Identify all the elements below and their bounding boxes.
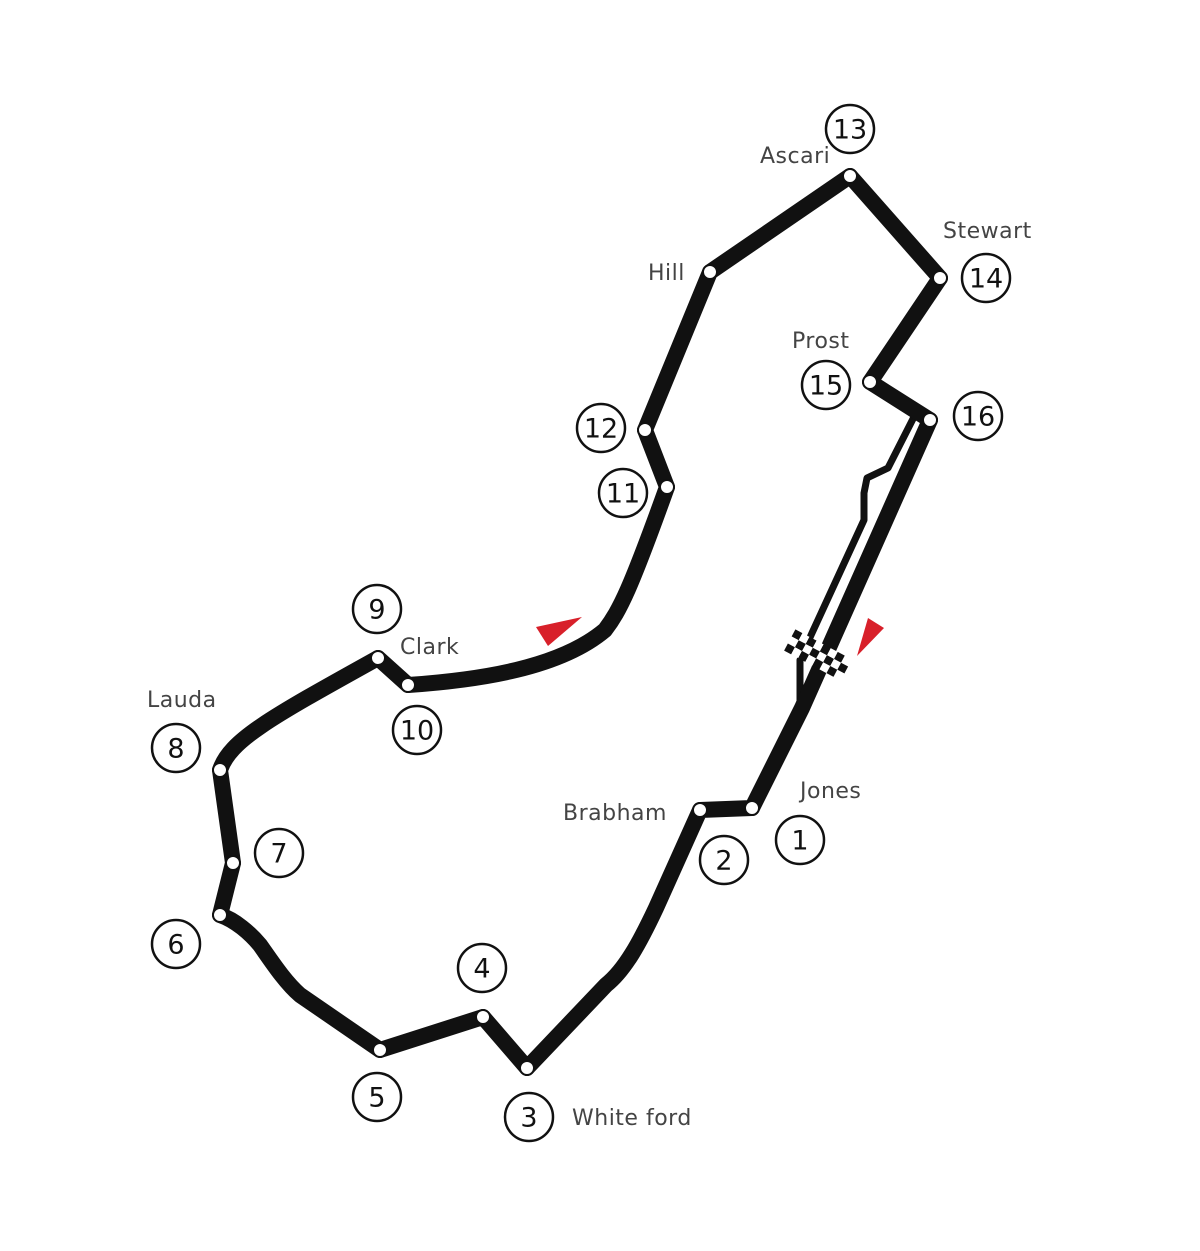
turn-badge-2: 2 xyxy=(698,834,750,886)
flag-square xyxy=(809,647,820,659)
flag-square xyxy=(826,666,838,677)
turn-badge-16: 16 xyxy=(952,390,1004,442)
turn-badge-1: 1 xyxy=(774,814,826,866)
track-layout xyxy=(212,168,948,1076)
corner-name-jones: Jones xyxy=(798,779,861,804)
corner-name-hill: Hill xyxy=(648,261,685,286)
turn-number: 7 xyxy=(270,839,287,870)
turn-badge-12: 12 xyxy=(575,402,627,454)
flag-square xyxy=(784,643,795,655)
turn-badge-5: 5 xyxy=(351,1071,403,1123)
corner-node xyxy=(692,802,708,818)
flag-square xyxy=(791,629,803,641)
flag-square xyxy=(787,636,799,648)
flag-square xyxy=(801,643,813,655)
turn-number: 14 xyxy=(969,264,1003,295)
turn-badge-3: 3 xyxy=(503,1091,555,1143)
flag-square xyxy=(823,655,835,667)
corner-node xyxy=(519,1060,535,1076)
turn-number: 11 xyxy=(606,479,640,510)
flag-square xyxy=(798,633,810,644)
flag-square xyxy=(805,654,817,666)
corner-node xyxy=(744,800,760,816)
turn-number: 16 xyxy=(961,402,995,433)
turn-number: 8 xyxy=(167,734,184,765)
corner-name-white-ford: White ford xyxy=(572,1106,692,1131)
corner-node xyxy=(372,1042,388,1058)
flag-square xyxy=(816,651,827,663)
corner-name-prost: Prost xyxy=(792,329,850,354)
turn-badge-11: 11 xyxy=(597,467,649,519)
turn-badge-6: 6 xyxy=(150,918,202,970)
corner-node xyxy=(702,264,718,280)
corner-name-brabham: Brabham xyxy=(563,801,667,826)
flag-square xyxy=(812,658,824,670)
flag-square xyxy=(837,662,849,674)
flag-square xyxy=(826,648,838,659)
turn-badge-14: 14 xyxy=(960,252,1012,304)
turn-number: 5 xyxy=(368,1083,385,1114)
turn-badge-13: 13 xyxy=(824,103,876,155)
sector-marker-icon xyxy=(857,618,884,656)
corner-name-ascari: Ascari xyxy=(760,144,830,169)
turn-number: 12 xyxy=(584,414,618,445)
turn-badge-8: 8 xyxy=(150,722,202,774)
turn-number: 4 xyxy=(473,954,490,985)
turn-badge-10: 10 xyxy=(391,704,443,756)
corner-nodes xyxy=(212,168,948,1076)
turn-number: 6 xyxy=(167,930,184,961)
turn-number: 9 xyxy=(368,595,385,626)
flag-square xyxy=(791,647,802,659)
turn-number: 2 xyxy=(715,846,732,877)
corner-node xyxy=(659,479,675,495)
corner-name-clark: Clark xyxy=(400,635,459,660)
flag-square xyxy=(833,669,845,681)
corner-node xyxy=(637,422,653,438)
corner-node xyxy=(212,907,228,923)
flag-square xyxy=(798,651,810,662)
checkered-flag-icon xyxy=(784,629,852,681)
turn-number: 3 xyxy=(520,1103,537,1134)
flag-square xyxy=(830,658,842,670)
turn-number: 13 xyxy=(833,115,867,146)
flag-square xyxy=(812,640,824,652)
corner-node xyxy=(922,412,938,428)
corner-node xyxy=(475,1009,491,1025)
turn-number: 10 xyxy=(400,716,434,747)
flag-square xyxy=(819,662,831,674)
turn-badge-4: 4 xyxy=(456,942,508,994)
turn-badge-7: 7 xyxy=(253,827,305,879)
corner-node xyxy=(370,650,386,666)
corner-node xyxy=(842,168,858,184)
turn-number: 1 xyxy=(791,826,808,857)
corner-node xyxy=(932,270,948,286)
sector-marker-icon xyxy=(536,617,582,646)
turn-badge-9: 9 xyxy=(351,583,403,635)
corner-name-stewart: Stewart xyxy=(943,219,1032,244)
corner-name-lauda: Lauda xyxy=(147,688,217,713)
corner-node xyxy=(862,374,878,390)
flag-square xyxy=(805,636,817,648)
flag-square xyxy=(841,655,852,667)
corner-node xyxy=(400,677,416,693)
flag-square xyxy=(794,640,806,652)
corner-node xyxy=(212,762,228,778)
flag-square xyxy=(819,644,831,656)
turn-badge-15: 15 xyxy=(800,359,852,411)
corner-node xyxy=(225,855,241,871)
turn-number: 15 xyxy=(809,371,843,402)
flag-square xyxy=(834,651,845,663)
